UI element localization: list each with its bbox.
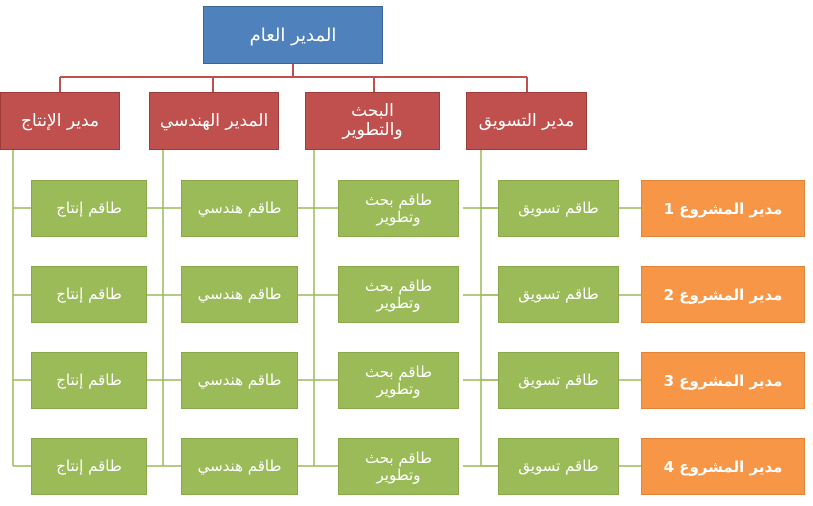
- team-production-2: طاقم إنتاج: [31, 266, 147, 323]
- team-production-4: طاقم إنتاج: [31, 438, 147, 495]
- manager-production: مدير الإنتاج: [0, 92, 120, 150]
- team-marketing-4: طاقم تسويق: [498, 438, 619, 495]
- team-engineering-2: طاقم هندسي: [181, 266, 298, 323]
- team-production-1: طاقم إنتاج: [31, 180, 147, 237]
- team-marketing-2: طاقم تسويق: [498, 266, 619, 323]
- project-manager-1: مدير المشروع 1: [641, 180, 805, 237]
- manager-marketing: مدير التسويق: [466, 92, 587, 150]
- team-engineering-3: طاقم هندسي: [181, 352, 298, 409]
- manager-rnd: البحث والتطوير: [305, 92, 440, 150]
- ceo-box: المدير العام: [203, 6, 383, 64]
- team-rnd-2: طاقم بحث وتطوير: [338, 266, 459, 323]
- team-rnd-4: طاقم بحث وتطوير: [338, 438, 459, 495]
- team-production-3: طاقم إنتاج: [31, 352, 147, 409]
- team-marketing-1: طاقم تسويق: [498, 180, 619, 237]
- team-engineering-4: طاقم هندسي: [181, 438, 298, 495]
- team-rnd-3: طاقم بحث وتطوير: [338, 352, 459, 409]
- manager-label: مدير الإنتاج: [21, 110, 99, 131]
- project-manager-4: مدير المشروع 4: [641, 438, 805, 495]
- manager-engineering: المدير الهندسي: [149, 92, 279, 150]
- project-manager-3: مدير المشروع 3: [641, 352, 805, 409]
- ceo-label: المدير العام: [249, 24, 337, 46]
- team-marketing-3: طاقم تسويق: [498, 352, 619, 409]
- team-engineering-1: طاقم هندسي: [181, 180, 298, 237]
- manager-label: البحث والتطوير: [342, 101, 403, 140]
- project-manager-2: مدير المشروع 2: [641, 266, 805, 323]
- manager-label: مدير التسويق: [478, 110, 575, 131]
- team-rnd-1: طاقم بحث وتطوير: [338, 180, 459, 237]
- manager-label: المدير الهندسي: [159, 110, 269, 131]
